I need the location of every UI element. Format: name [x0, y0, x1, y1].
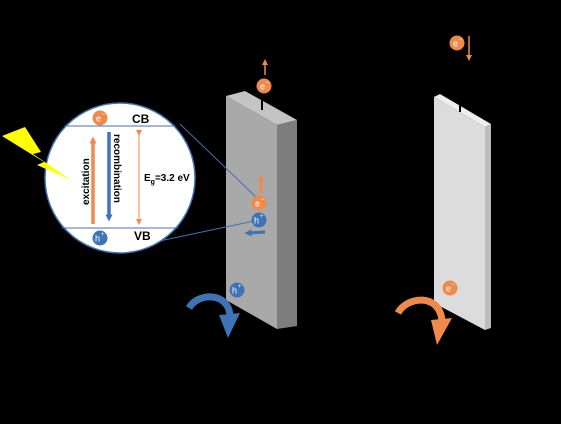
photoanode-side-face — [277, 120, 297, 329]
anode-top-electron: e − — [256, 78, 272, 94]
cathode-bottom-electron: e − — [442, 280, 458, 296]
anode-surface-electron: e − — [251, 195, 267, 211]
cathode-side-face — [485, 124, 491, 330]
cathode-slab — [434, 94, 491, 330]
cb-label: CB — [132, 112, 150, 126]
zoom-circle — [44, 102, 196, 254]
svg-text:−: − — [459, 37, 463, 43]
band-diagram-zoom: CB VB excitation recombination Eg=3.2 eV… — [44, 102, 196, 254]
svg-text:h: h — [95, 234, 100, 244]
svg-text:e: e — [255, 199, 260, 209]
svg-text:+: + — [238, 284, 242, 290]
svg-text:h: h — [232, 286, 237, 296]
cathode-top-electron: e − — [449, 35, 465, 51]
lightning-bolt-icon — [2, 127, 71, 180]
svg-text:+: + — [101, 232, 105, 238]
cb-electron: e − — [92, 110, 108, 126]
svg-text:e: e — [446, 284, 451, 294]
svg-text:−: − — [261, 197, 265, 203]
anode-bottom-hole: h + — [229, 282, 245, 298]
svg-text:+: + — [260, 214, 264, 220]
zoom-leader-top — [179, 123, 259, 200]
anode-hole-left-arrow — [244, 229, 266, 237]
vb-label: VB — [134, 229, 151, 243]
svg-text:−: − — [266, 80, 270, 86]
cathode-top-face — [434, 94, 491, 127]
curved-arrow-blue-icon — [185, 293, 240, 338]
vb-hole: h + — [92, 230, 108, 246]
photoanode-slab — [226, 91, 297, 329]
zoom-leader-bottom — [149, 220, 255, 244]
svg-text:e: e — [96, 114, 101, 124]
svg-text:h: h — [254, 216, 259, 226]
cathode-front-face — [434, 97, 485, 330]
recombination-label: recombination — [111, 134, 122, 203]
svg-text:−: − — [452, 282, 456, 288]
curved-arrow-orange-icon — [394, 296, 452, 345]
svg-text:e: e — [453, 39, 458, 49]
excitation-label: excitation — [81, 158, 92, 205]
photoanode-front-face — [226, 96, 277, 329]
anode-surface-hole: h + — [251, 212, 267, 228]
svg-text:−: − — [102, 112, 106, 118]
svg-text:e: e — [260, 82, 265, 92]
bandgap-label: Eg=3.2 eV — [144, 173, 190, 186]
